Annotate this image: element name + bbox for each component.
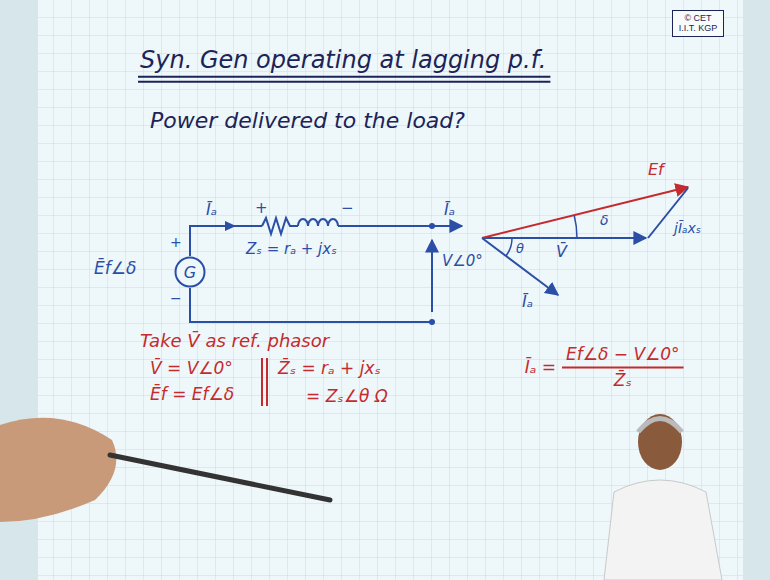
polarity-sign: + [255, 199, 268, 217]
fraction-numerator: Ef∠δ − V∠0° [566, 344, 680, 364]
angle-arc [506, 238, 512, 256]
generator-circle: G [174, 256, 206, 288]
lecturer-head [638, 414, 682, 470]
note-text: Take V̄ as ref. phasor [140, 330, 329, 352]
resistor-symbol [262, 218, 298, 234]
title-underline [138, 81, 550, 83]
emf-phasor [482, 187, 688, 238]
circuit-wires [190, 218, 462, 322]
inductor-symbol [298, 219, 338, 226]
equation: Īₐ = [525, 357, 556, 377]
fraction-bar [562, 366, 684, 368]
subtitle-question: Power delivered to the load? [150, 108, 465, 134]
junction-dot [429, 319, 435, 325]
phasor-diagram [482, 187, 688, 295]
lecturer-hair [638, 419, 682, 433]
voltage-arrow [431, 240, 433, 312]
watermark-box: © CET I.I.T. KGP [672, 10, 724, 37]
lecturer-shirt [604, 480, 722, 580]
current-phasor [482, 238, 558, 295]
equation: Z̄ₛ = rₐ + jxₛ [278, 358, 381, 378]
phasor-label: V̄ [556, 242, 567, 261]
current-arrowhead [225, 221, 236, 231]
voltage-label: V∠0° [442, 252, 483, 270]
phasor-label: Īₐ [522, 292, 533, 311]
paper-sheet [38, 0, 743, 580]
generator-letter: G [184, 263, 196, 282]
pen [110, 455, 330, 500]
polarity-sign: + [170, 234, 182, 251]
wire [338, 225, 462, 227]
junction-dot [429, 223, 435, 229]
emf-label: Ēf∠δ [94, 258, 136, 278]
voltage-phasor [482, 237, 646, 239]
title-underline [138, 76, 550, 78]
impedance-label: Zₛ = rₐ + jxₛ [246, 240, 337, 258]
watermark-text: © CET I.I.T. KGP [676, 13, 720, 34]
paper-grid [38, 0, 743, 580]
fraction-denominator: Z̄ₛ [614, 370, 632, 390]
slide-title: Syn. Gen operating at lagging p.f. [140, 46, 546, 75]
equation: Ēf = Ef∠δ [150, 384, 234, 404]
wire [190, 288, 432, 322]
hand [0, 418, 116, 522]
angle-label: δ [600, 212, 609, 229]
angle-arc [574, 215, 577, 238]
angle-label: θ [516, 241, 524, 257]
polarity-sign: − [170, 290, 182, 307]
phasor-label: Ef [648, 160, 664, 179]
separator-bars [262, 358, 267, 406]
current-label: Īₐ [206, 200, 217, 219]
polarity-sign: − [341, 199, 354, 217]
phasor-label: jĪₐxₛ [674, 220, 701, 237]
current-label: Īₐ [444, 200, 455, 219]
equation: V̄ = V∠0° [150, 358, 233, 378]
equation: = Zₛ∠θ Ω [306, 386, 388, 406]
